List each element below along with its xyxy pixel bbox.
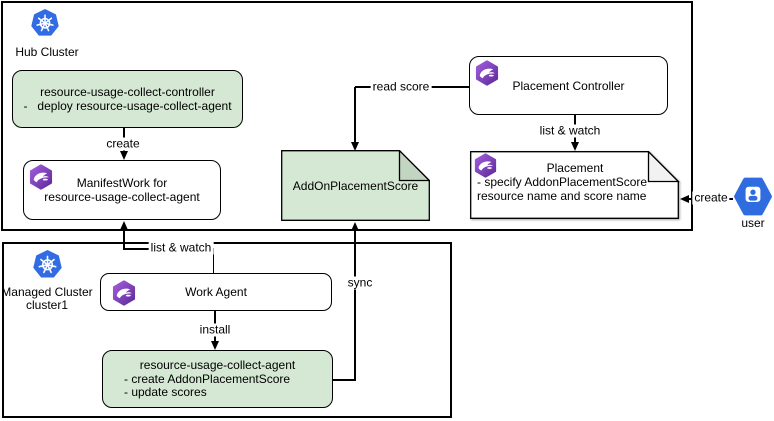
edge-list-watch-manifestwork-line-v2 xyxy=(212,248,214,274)
kubernetes-icon xyxy=(31,8,59,38)
arrowhead xyxy=(350,222,359,231)
edge-label-create-placement: create xyxy=(692,190,730,205)
user-icon xyxy=(733,177,773,216)
manifestwork-box: ManifestWork for resource-usage-collect-… xyxy=(23,160,221,220)
addonplacementscore-note: AddOnPlacementScore xyxy=(281,150,430,221)
arrowhead xyxy=(119,220,128,230)
edge-label-create-manifestwork: create xyxy=(104,136,142,151)
resource-usage-collect-controller-label: resource-usage-collect-controller - depl… xyxy=(23,85,231,113)
text-line: ManifestWork for xyxy=(76,176,168,190)
text-line: resource-usage-collect-agent xyxy=(44,190,200,204)
text-line: resource-usage-collect-controller xyxy=(40,85,215,99)
open-cluster-management-icon xyxy=(474,60,500,86)
placement-controller-label: Placement Controller xyxy=(512,79,624,93)
open-cluster-management-icon xyxy=(111,280,137,306)
resource-usage-collect-agent-label: resource-usage-collect-agent - create Ad… xyxy=(103,351,332,400)
work-agent-label: Work Agent xyxy=(185,285,247,299)
hub-cluster-label: Hub Cluster xyxy=(15,45,79,59)
text-line: user xyxy=(741,216,765,230)
arrowhead xyxy=(570,141,579,151)
text-line: Placement Controller xyxy=(512,78,625,93)
text-line: - update scores xyxy=(124,385,207,399)
text-line: - specify AddonPlacementScore xyxy=(477,175,648,189)
text-line: resource-usage-collect-agent xyxy=(139,358,296,372)
resource-usage-collect-controller-box: resource-usage-collect-controller - depl… xyxy=(12,70,243,128)
edge-sync-line-h xyxy=(333,379,356,381)
text-line: Work Agent xyxy=(185,285,247,299)
edge-label-install: install xyxy=(197,322,233,337)
edge-sync-line-v xyxy=(354,230,356,380)
managed-cluster-container xyxy=(2,242,452,418)
user-label: user xyxy=(733,216,773,230)
work-agent-box: Work Agent xyxy=(100,273,332,311)
open-cluster-management-icon xyxy=(473,153,498,178)
managed-cluster-label: Managed Cluster cluster1 xyxy=(0,286,94,312)
edge-list-watch-manifestwork-line-v1 xyxy=(123,229,125,249)
edge-label-sync: sync xyxy=(345,275,375,290)
open-cluster-management-icon xyxy=(28,164,54,190)
text-line: Managed Cluster xyxy=(1,285,93,299)
placement-controller-box: Placement Controller xyxy=(469,56,668,115)
edge-label-list-watch-placement: list & watch xyxy=(537,123,603,138)
text-line: cluster1 xyxy=(25,298,69,312)
edge-label-read-score: read score xyxy=(370,79,432,94)
text-line: AddOnPlacementScore xyxy=(292,178,419,193)
arrowhead xyxy=(119,151,128,160)
edge-label-list-watch-manifestwork: list & watch xyxy=(148,240,214,255)
text-line: resource name and score name xyxy=(477,189,647,203)
addonplacementscore-label: AddOnPlacementScore xyxy=(281,150,430,221)
resource-usage-collect-agent-box: resource-usage-collect-agent - create Ad… xyxy=(102,350,333,408)
text-line: - deploy resource-usage-collect-agent xyxy=(23,99,232,113)
hub-cluster-container xyxy=(1,1,693,231)
text-line: Placement xyxy=(546,161,604,175)
placement-label: Placement - specify AddonPlacementScore … xyxy=(470,151,680,219)
arrowhead xyxy=(680,194,689,203)
text-line: - create AddonPlacementScore xyxy=(124,371,291,386)
placement-note: Placement - specify AddonPlacementScore … xyxy=(470,151,680,219)
manifestwork-label: ManifestWork for resource-usage-collect-… xyxy=(44,176,199,204)
kubernetes-icon xyxy=(33,249,62,280)
edge-read-score-line-v xyxy=(354,87,356,143)
arrowhead xyxy=(210,341,219,350)
arrowhead xyxy=(350,141,359,151)
